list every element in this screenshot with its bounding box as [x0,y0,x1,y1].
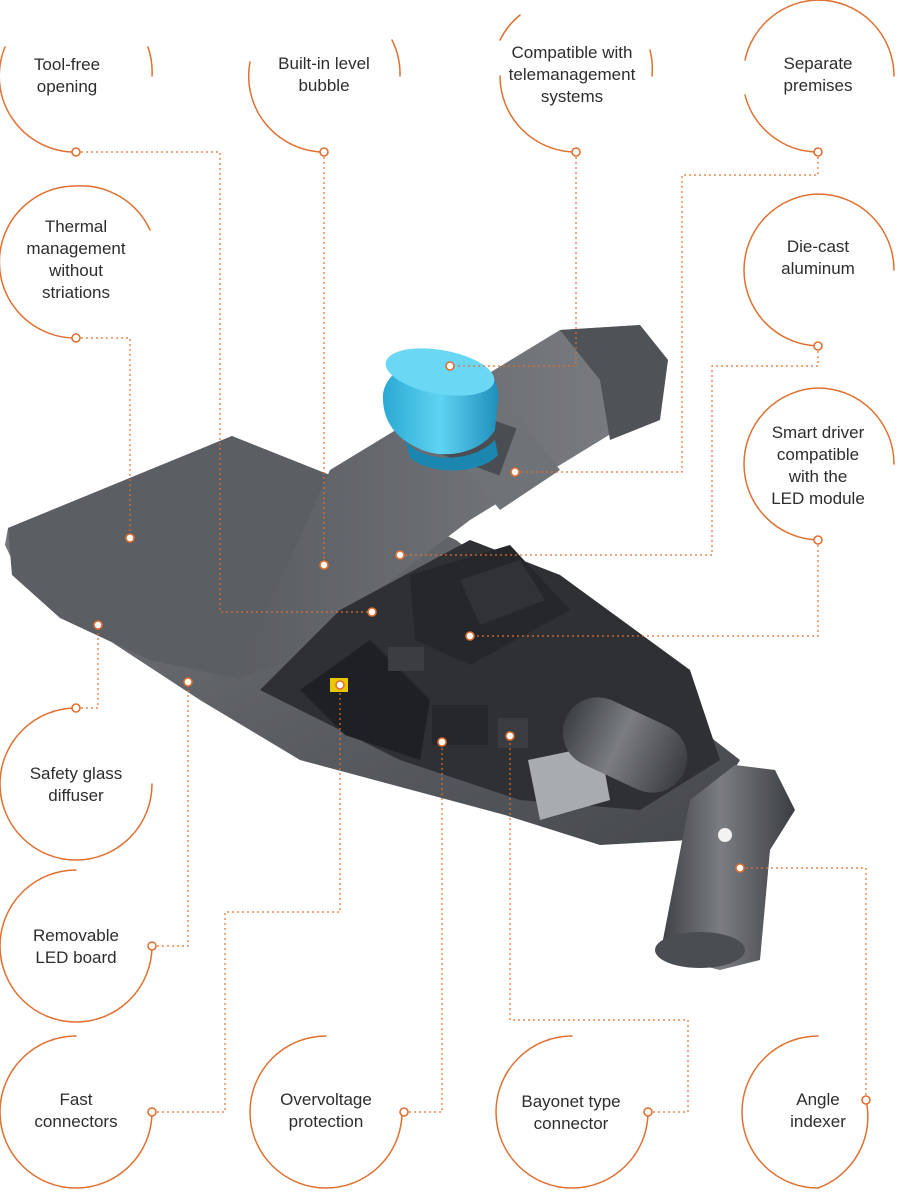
dot-smart-driver-end [465,631,475,641]
leader-safety-glass [76,625,99,709]
dot-safety-glass-start [71,703,81,713]
dot-thermal-management-start [71,333,81,343]
dot-telemanagement-end [445,361,455,371]
dot-bayonet-connector-end [505,731,515,741]
dot-tool-free-opening-end [367,607,377,617]
angle-indexer-elbow [660,765,795,970]
leader-bayonet-connector [509,736,689,1113]
label-built-in-level-bubble: Built-in level bubble [278,54,370,95]
callout-arc-removable-led-board [0,869,153,1023]
leader-die-cast-aluminum [400,346,819,556]
dot-fast-connectors-end [335,680,345,690]
dot-overvoltage-protection-start [399,1107,409,1117]
dot-removable-led-board-start [147,941,157,951]
dot-safety-glass-end [93,620,103,630]
dot-fast-connectors-start [147,1107,157,1117]
label-angle-indexer: Angle indexer [790,1090,846,1131]
leader-angle-indexer [740,867,867,1100]
label-separate-premises: Separate premises [783,54,853,95]
label-smart-driver: Smart driver compatible with the LED mod… [771,423,865,508]
dot-tool-free-opening-start [71,147,81,157]
callout-arc-angle-indexer [741,1035,869,1189]
dot-telemanagement-start [571,147,581,157]
callout-arc-thermal-management [0,185,151,339]
dot-built-in-level-bubble-start [319,147,329,157]
callout-arc-built-in-level-bubble [247,39,401,153]
callout-arc-safety-glass [0,707,153,861]
telemanagement-sensor [382,348,517,476]
callout-arc-tool-free-opening [0,46,153,153]
label-safety-glass: Safety glass diffuser [29,764,123,805]
leader-smart-driver [470,540,819,637]
hinged-cover [235,325,668,680]
label-telemanagement: Compatible with telemanagement systems [508,43,636,106]
leader-removable-led-board [152,682,189,947]
callout-arc-bayonet-connector [495,1035,649,1189]
dot-removable-led-board-end [183,677,193,687]
dot-thermal-management-end [125,533,135,543]
marker-dots [71,147,871,1117]
leader-separate-premises [515,152,819,473]
label-fast-connectors: Fast connectors [34,1090,118,1131]
callout-arc-fast-connectors [0,1035,153,1189]
dot-built-in-level-bubble-end [319,560,329,570]
label-bayonet-connector: Bayonet type connector [521,1092,621,1133]
label-removable-led-board: Removable LED board [33,926,119,967]
housing-top [8,436,330,678]
dot-angle-indexer-start [861,1095,871,1105]
leader-telemanagement [450,152,577,367]
label-die-cast-aluminum: Die-cast aluminum [781,237,855,278]
label-tool-free-opening: Tool-free opening [33,55,101,96]
label-thermal-management: Thermal management without striations [26,217,126,302]
callout-arc-die-cast-aluminum [743,193,895,347]
leader-overvoltage-protection [404,742,443,1113]
dot-angle-indexer-end [735,863,745,873]
luminaire-illustration [5,325,795,970]
dot-bayonet-connector-start [643,1107,653,1117]
callout-arc-smart-driver [743,387,895,541]
callout-arc-separate-premises [744,0,895,153]
callout-arc-overvoltage-protection [249,1035,403,1189]
dot-smart-driver-start [813,535,823,545]
callout-arc-telemanagement [499,14,654,153]
label-overvoltage-protection: Overvoltage protection [280,1090,372,1131]
dot-separate-premises-start [813,147,823,157]
dot-die-cast-aluminum-end [395,550,405,560]
leader-tool-free-opening [76,151,372,613]
dot-separate-premises-end [510,467,520,477]
dot-overvoltage-protection-end [437,737,447,747]
leader-lines [76,151,867,1113]
dot-die-cast-aluminum-start [813,341,823,351]
